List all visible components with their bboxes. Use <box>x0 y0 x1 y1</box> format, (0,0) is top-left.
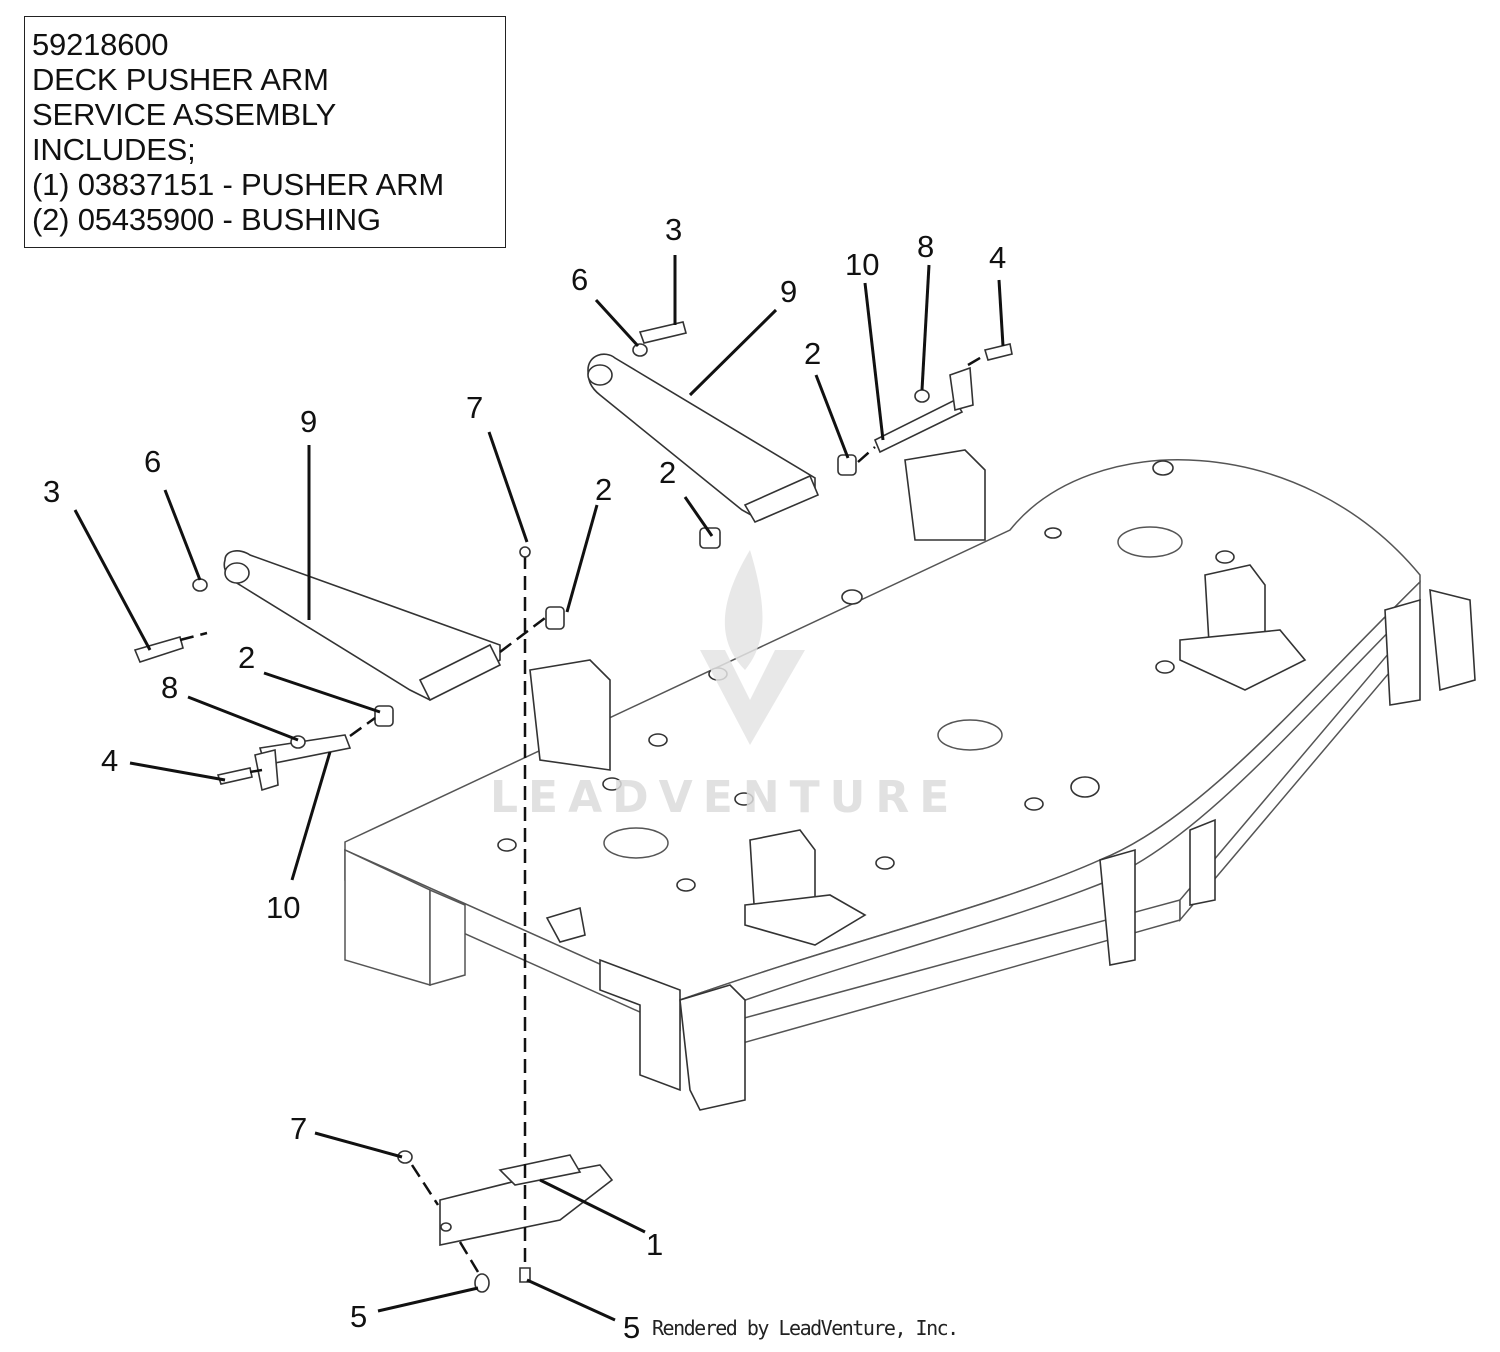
callout-label: 10 <box>845 247 879 282</box>
callout-label: 8 <box>161 670 178 705</box>
callout-label: 4 <box>101 743 118 778</box>
watermark: LEADVENTURE <box>490 550 959 823</box>
callout-label: 1 <box>646 1227 663 1262</box>
callout-label: 5 <box>350 1299 367 1334</box>
callout-label: 9 <box>300 404 317 439</box>
rendered-by-footer: Rendered by LeadVenture, Inc. <box>652 1316 959 1340</box>
callout-label: 2 <box>238 640 255 675</box>
flame-logo-icon <box>700 550 805 745</box>
mower-deck <box>344 449 1476 1111</box>
note-part-number: 59218600 <box>32 27 169 62</box>
note-item-pusher-arm: (1) 03837151 - PUSHER ARM <box>32 167 444 202</box>
service-assembly-note: 59218600 DECK PUSHER ARM SERVICE ASSEMBL… <box>24 16 506 248</box>
callout-label: 5 <box>623 1310 640 1345</box>
note-item-bushing: (2) 05435900 - BUSHING <box>32 202 381 237</box>
callout-label: 10 <box>266 890 300 925</box>
watermark-text: LEADVENTURE <box>490 772 959 823</box>
callout-label: 6 <box>571 262 588 297</box>
left-pusher-arm-assembly <box>133 550 565 792</box>
note-title-line-1: DECK PUSHER ARM <box>32 62 329 97</box>
callout-label: 7 <box>466 390 483 425</box>
callout-label: 7 <box>290 1111 307 1146</box>
callout-label: 3 <box>665 212 682 247</box>
note-includes: INCLUDES; <box>32 132 196 167</box>
callout-label: 8 <box>917 229 934 264</box>
callout-label: 4 <box>989 240 1006 275</box>
callout-label: 3 <box>43 474 60 509</box>
leader-lines <box>73 255 1005 1322</box>
callout-label: 2 <box>804 336 821 371</box>
callout-labels: 3 6 9 10 8 4 2 2 3 6 9 7 2 2 8 4 10 7 1 … <box>43 212 1006 1345</box>
right-pusher-arm-assembly <box>587 321 1013 549</box>
callout-label: 2 <box>595 472 612 507</box>
callout-label: 6 <box>144 444 161 479</box>
note-title-line-2: SERVICE ASSEMBLY <box>32 97 337 132</box>
callout-label: 2 <box>659 455 676 490</box>
guard-assembly <box>397 1150 614 1293</box>
callout-label: 9 <box>780 274 797 309</box>
